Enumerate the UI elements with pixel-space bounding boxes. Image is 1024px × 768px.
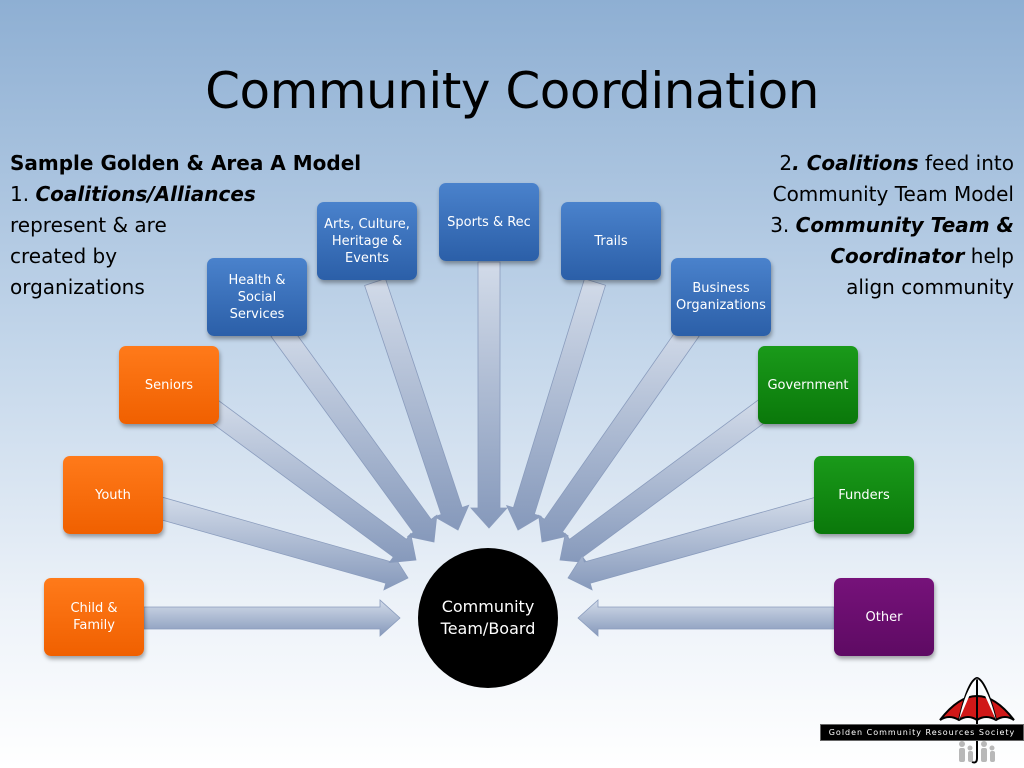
right-text-block: 2. Coalitions feed into Community Team M… <box>714 148 1014 303</box>
arrow-funders <box>567 496 822 591</box>
arrow-other <box>577 599 835 637</box>
left-text-line-3: represent & are <box>10 213 167 237</box>
umbrella-family-icon <box>939 676 1015 764</box>
coalitions-alliances-emphasis: Coalitions/Alliances <box>35 182 256 206</box>
hub-label: Team/Board <box>440 619 536 638</box>
model-heading: Sample Golden & Area A Model <box>10 151 362 175</box>
right-text-line-2: Community Team Model <box>772 182 1014 206</box>
node-label: Health & <box>228 272 286 288</box>
arrow-business <box>538 323 700 543</box>
node-government: Government <box>758 346 858 424</box>
node-child-family: Child & Family <box>44 578 144 656</box>
node-other: Other <box>834 578 934 656</box>
node-label: Seniors <box>144 377 194 393</box>
coordinator-emphasis: Coordinator <box>830 244 965 268</box>
slide-title: Community Coordination <box>205 62 819 120</box>
node-label: Trails <box>594 233 628 249</box>
node-sports-rec: Sports & Rec <box>439 183 539 261</box>
organization-logo: Golden Community Resources Society <box>820 676 1024 768</box>
node-youth: Youth <box>63 456 163 534</box>
node-label: Social <box>237 289 277 305</box>
list-number: 1. <box>10 182 36 206</box>
node-label: Sports & Rec <box>447 214 531 230</box>
arrow-arts <box>364 277 470 531</box>
node-label: Organizations <box>676 298 766 313</box>
right-text-line-3: 3. Community Team & <box>714 210 1014 241</box>
coalitions-emphasis: . Coalitions <box>792 151 919 175</box>
node-funders: Funders <box>814 456 914 534</box>
node-label: Business <box>692 281 750 296</box>
right-text-line-4-rest: help <box>964 244 1014 268</box>
left-text-line-4: created by <box>10 244 118 268</box>
right-text-line-5: align community <box>846 275 1014 299</box>
arrow-health <box>270 322 438 543</box>
community-team-emphasis: Community Team & <box>795 213 1014 237</box>
arrow-child-family <box>143 599 401 637</box>
right-text-line-1: 2. Coalitions feed into <box>714 148 1014 179</box>
list-number: 2 <box>779 151 793 175</box>
node-label: Heritage & <box>331 233 403 249</box>
node-label: Funders <box>838 487 890 503</box>
node-label: Other <box>865 609 903 625</box>
node-label: Youth <box>95 487 131 503</box>
hub-label: Community <box>441 597 535 616</box>
right-text-line-4: Coordinator help <box>714 241 1014 272</box>
arrow-sports <box>470 261 508 529</box>
node-label: Government <box>767 377 849 393</box>
left-text-block: Sample Golden & Area A Model 1. Coalitio… <box>10 148 370 303</box>
node-arts-culture: Arts, Culture,Heritage &Events <box>317 202 417 280</box>
arrow-seniors <box>202 398 417 564</box>
node-label: Family <box>73 618 115 633</box>
arrow-youth <box>156 496 409 591</box>
right-text-line-1-rest: feed into <box>918 151 1014 175</box>
node-label: Services <box>229 306 285 322</box>
node-seniors: Seniors <box>119 346 219 424</box>
left-text-line-2: 1. Coalitions/Alliances <box>10 179 370 210</box>
node-label: Child & <box>70 601 118 616</box>
node-label: Events <box>344 250 389 266</box>
node-label: Arts, Culture, <box>324 216 410 232</box>
arrow-government <box>559 398 774 564</box>
logo-org-name: Golden Community Resources Society <box>820 724 1024 741</box>
list-number: 3. <box>770 213 796 237</box>
left-text-line-5: organizations <box>10 275 145 299</box>
node-trails: Trails <box>561 202 661 280</box>
arrow-trails <box>505 278 607 531</box>
